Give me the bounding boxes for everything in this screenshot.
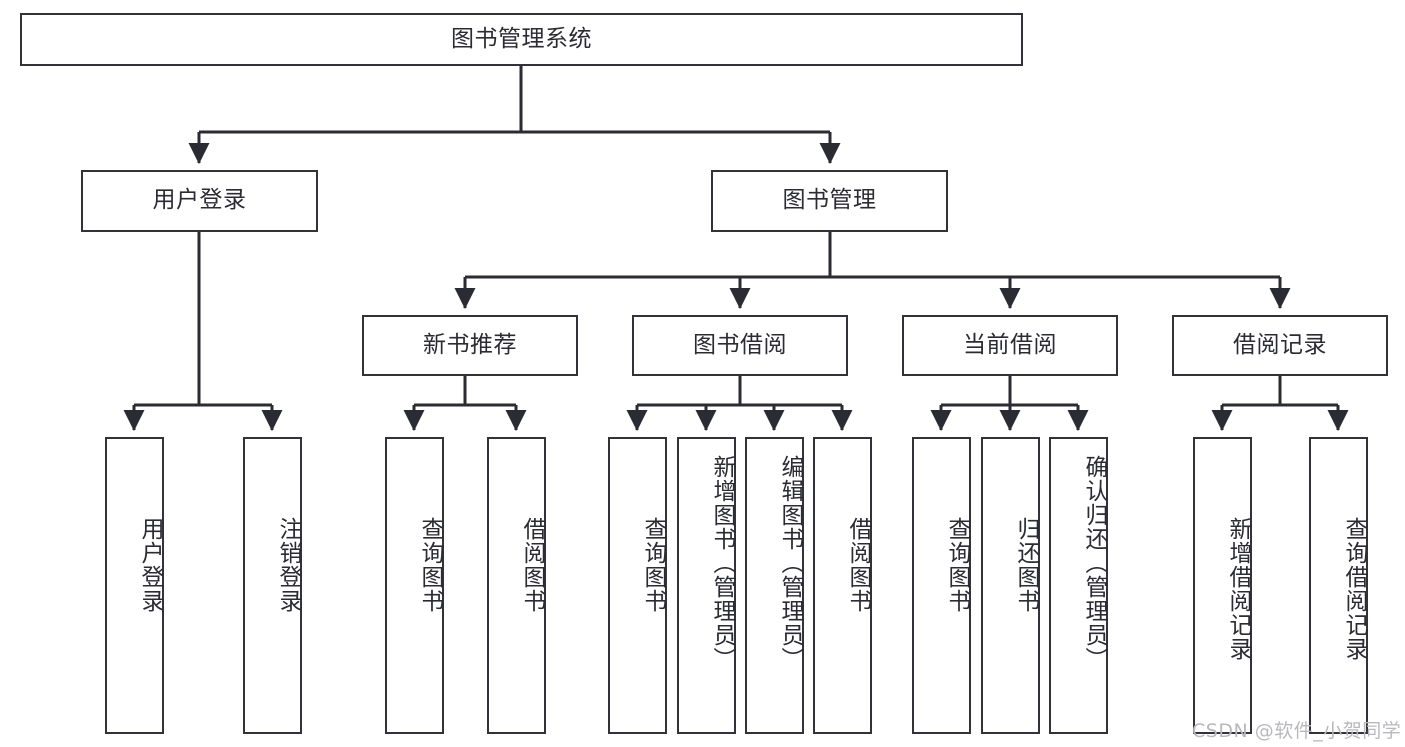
leaf-current-confirm-return-admin[interactable]: 确认归还（管理员）	[1049, 437, 1108, 734]
leaf-borrow-query-books[interactable]: 查询图书	[608, 437, 667, 734]
csdn-watermark: CSDN @软件_小贺同学	[1192, 720, 1402, 742]
node-user-login[interactable]: 用户登录	[81, 170, 318, 232]
leaf-borrow-edit-book-admin[interactable]: 编辑图书（管理员）	[745, 437, 804, 734]
leaf-user-login-logout[interactable]: 注销登录	[243, 437, 302, 734]
leaf-record-query-borrow-record[interactable]: 查询借阅记录	[1309, 437, 1368, 734]
node-book-management[interactable]: 图书管理	[711, 170, 948, 232]
leaf-current-query-books[interactable]: 查询图书	[912, 437, 971, 734]
leaf-user-login-do-login[interactable]: 用户登录	[105, 437, 164, 734]
node-new-book-recommend[interactable]: 新书推荐	[362, 315, 578, 376]
node-book-borrow[interactable]: 图书借阅	[632, 315, 848, 376]
leaf-new-book-borrow-books[interactable]: 借阅图书	[487, 437, 546, 734]
node-root-book-management-system[interactable]: 图书管理系统	[20, 13, 1023, 66]
node-borrow-record[interactable]: 借阅记录	[1172, 315, 1388, 376]
leaf-borrow-add-book-admin[interactable]: 新增图书（管理员）	[677, 437, 736, 734]
leaf-record-add-borrow-record[interactable]: 新增借阅记录	[1193, 437, 1252, 734]
leaf-borrow-borrow-books[interactable]: 借阅图书	[813, 437, 872, 734]
node-current-borrow[interactable]: 当前借阅	[902, 315, 1118, 376]
leaf-new-book-query-books[interactable]: 查询图书	[385, 437, 444, 734]
leaf-current-return-books[interactable]: 归还图书	[981, 437, 1040, 734]
